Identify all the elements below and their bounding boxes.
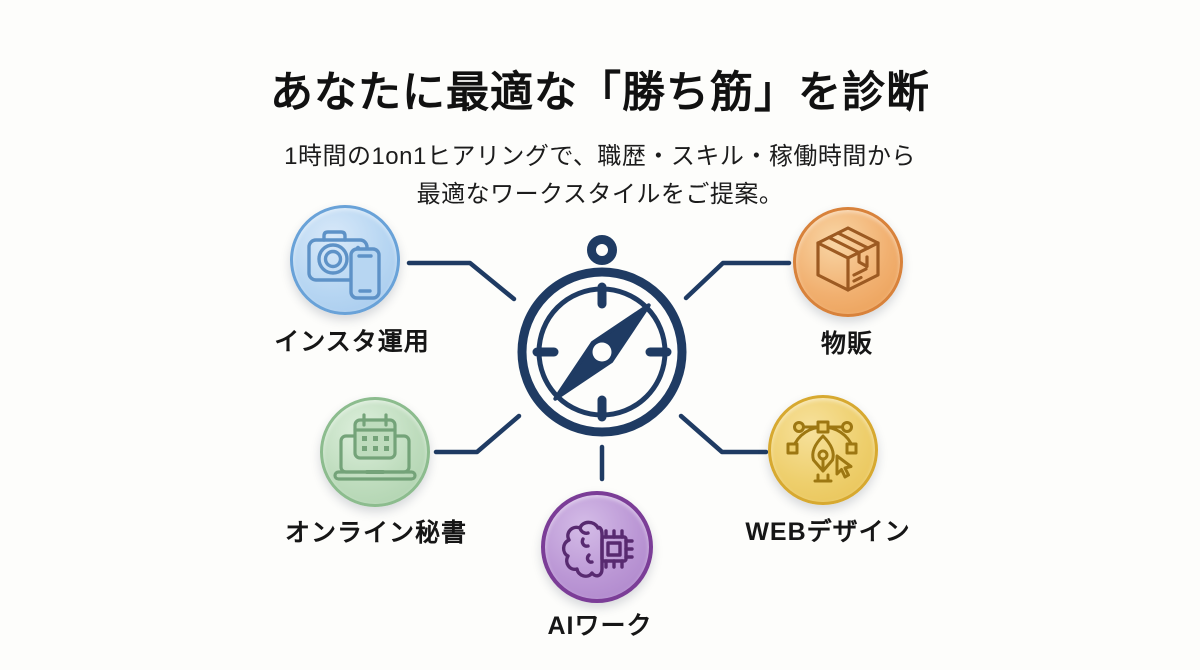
node-label-secretary: オンライン秘書 (284, 519, 468, 547)
node-label-buppan: 物販 (820, 330, 874, 358)
package-box-icon (816, 226, 880, 292)
page-subtitle: 1時間の1on1ヒアリングで、職歴・スキル・稼働時間から 最適なワークスタイルを… (0, 138, 1200, 214)
node-webdesign (768, 395, 878, 505)
connector-bottom-right (678, 413, 769, 455)
pen-tool-icon (786, 420, 858, 483)
connector-top-right (683, 260, 792, 301)
node-secretary (320, 397, 430, 507)
node-buppan (793, 207, 903, 317)
node-label-aiwork: AIワーク (547, 612, 653, 640)
connector-top-left (406, 260, 517, 302)
brain-chip-icon (561, 520, 634, 578)
subtitle-line-1: 1時間の1on1ヒアリングで、職歴・スキル・稼働時間から (284, 143, 916, 170)
subtitle-line-2: 最適なワークスタイルをご提案。 (416, 181, 784, 208)
node-label-webdesign: WEBデザイン (745, 518, 911, 546)
compass-icon (517, 235, 687, 437)
connector-bottom-left (433, 413, 522, 455)
camera-phone-icon (307, 230, 381, 300)
laptop-calendar-icon (333, 413, 417, 481)
page-title: あなたに最適な「勝ち筋」を診断 (270, 69, 930, 117)
node-label-insta: インスタ運用 (274, 328, 430, 356)
node-aiwork (541, 491, 653, 603)
node-insta (290, 205, 400, 315)
